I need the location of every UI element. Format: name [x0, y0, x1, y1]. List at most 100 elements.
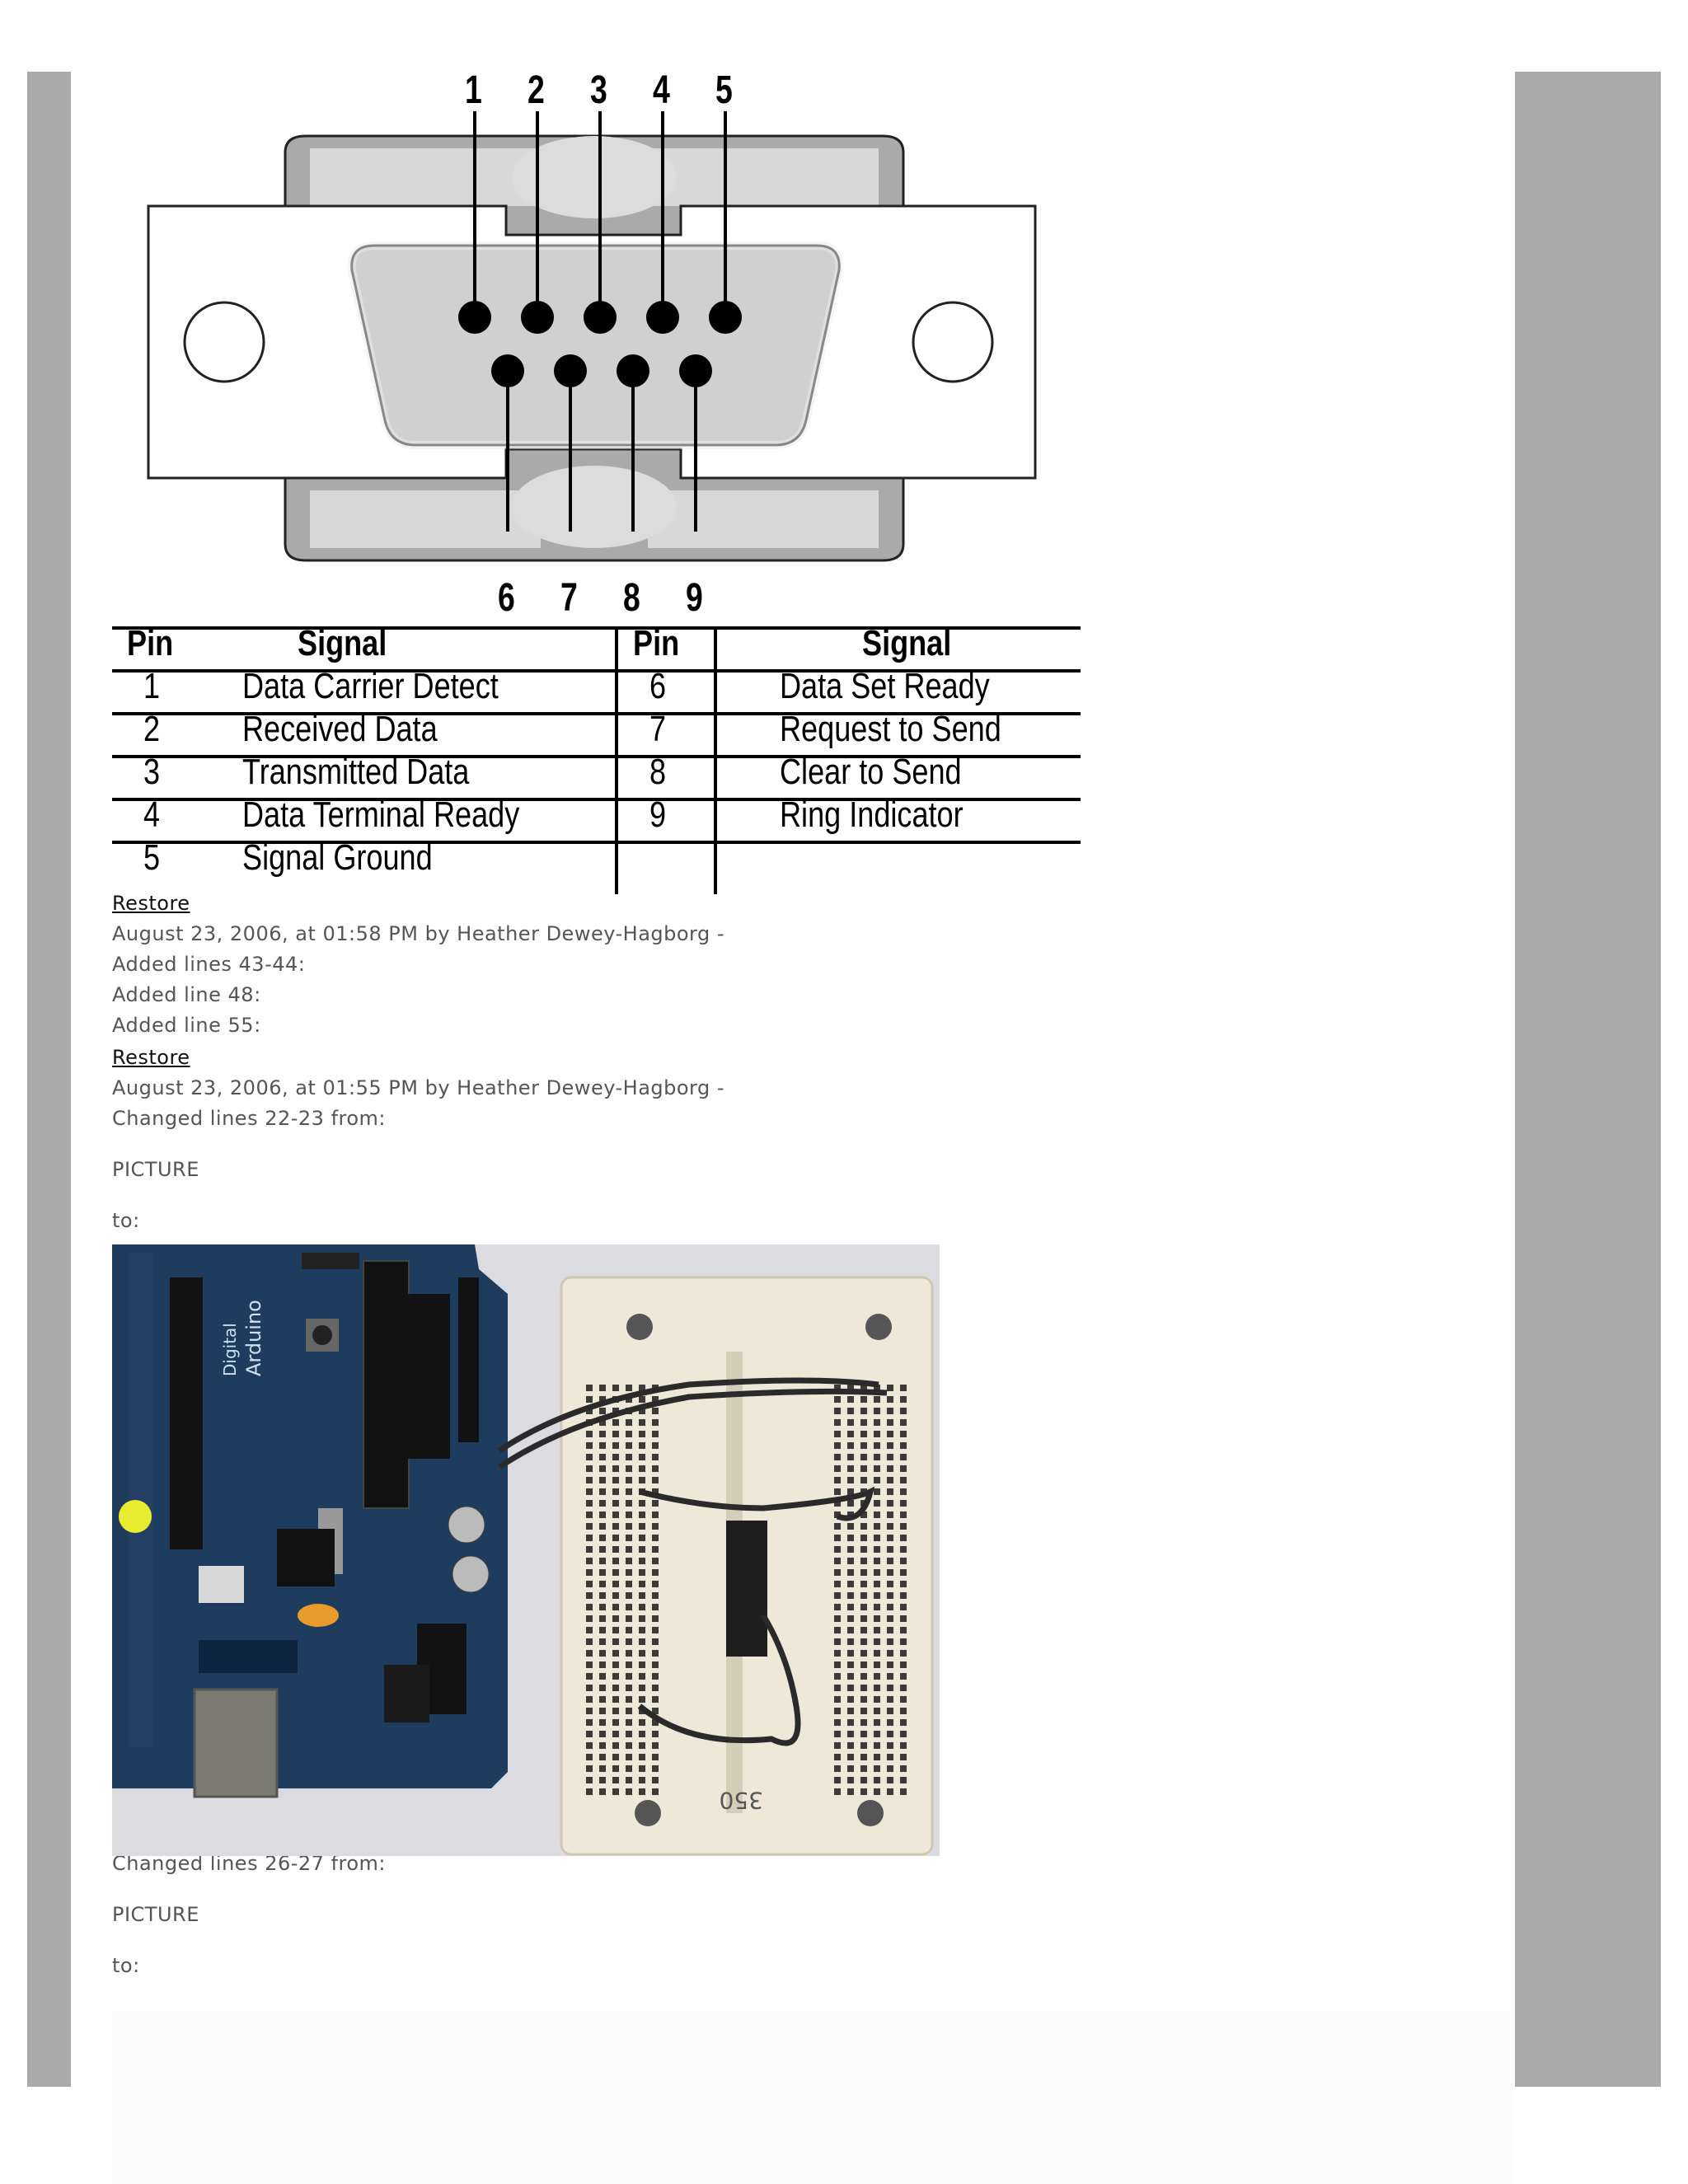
breadboard-hole — [860, 1535, 867, 1541]
breadboard-hole — [860, 1546, 867, 1553]
breadboard-hole — [639, 1431, 645, 1437]
picture-placeholder: PICTURE — [112, 1903, 199, 1926]
breadboard-hole — [626, 1638, 632, 1645]
breadboard-hole — [626, 1627, 632, 1633]
breadboard-hole — [612, 1765, 619, 1772]
breadboard-hole — [900, 1408, 907, 1414]
breadboard-hole — [834, 1581, 841, 1587]
pin-number-label: 9 — [686, 576, 703, 620]
breadboard-hole — [834, 1535, 841, 1541]
breadboard-hole — [900, 1500, 907, 1507]
breadboard-hole — [626, 1569, 632, 1576]
breadboard-hole — [860, 1615, 867, 1622]
breadboard-hole — [652, 1650, 659, 1657]
breadboard-hole — [639, 1465, 645, 1472]
breadboard-hole — [887, 1696, 893, 1703]
table-signal-cell: Clear to Send — [780, 752, 962, 792]
to-label: to: — [112, 1954, 140, 1977]
breadboard-hole — [874, 1546, 880, 1553]
breadboard-hole — [626, 1685, 632, 1691]
breadboard-hole — [860, 1419, 867, 1426]
breadboard-hole — [847, 1454, 854, 1460]
breadboard-hole — [847, 1465, 854, 1472]
breadboard-hole — [652, 1696, 659, 1703]
header-signal-left: Signal — [298, 623, 387, 663]
breadboard-hole — [900, 1396, 907, 1403]
breadboard-hole — [860, 1569, 867, 1576]
breadboard-hole — [599, 1777, 606, 1783]
breadboard-hole — [874, 1719, 880, 1726]
breadboard-hole — [887, 1615, 893, 1622]
table-signal-cell: Signal Ground — [242, 837, 433, 878]
breadboard-hole — [874, 1696, 880, 1703]
breadboard-hole — [639, 1592, 645, 1599]
breadboard-hole — [847, 1742, 854, 1749]
breadboard-hole — [860, 1638, 867, 1645]
breadboard-hole — [639, 1396, 645, 1403]
breadboard-hole — [612, 1788, 619, 1795]
breadboard-hole — [874, 1765, 880, 1772]
breadboard-hole — [834, 1731, 841, 1737]
table-signal-cell: Data Set Ready — [780, 666, 990, 706]
breadboard-hole — [874, 1673, 880, 1680]
breadboard-hole — [612, 1742, 619, 1749]
breadboard-hole — [887, 1477, 893, 1483]
breadboard-hole — [586, 1581, 593, 1587]
breadboard-hole — [599, 1385, 606, 1391]
breadboard-hole — [652, 1546, 659, 1553]
breadboard-hole — [612, 1419, 619, 1426]
breadboard-hole — [599, 1685, 606, 1691]
breadboard-hole — [586, 1569, 593, 1576]
breadboard-hole — [874, 1581, 880, 1587]
breadboard-hole — [834, 1788, 841, 1795]
breadboard-hole — [626, 1385, 632, 1391]
breadboard-hole — [652, 1500, 659, 1507]
breadboard-hole — [612, 1465, 619, 1472]
breadboard-hole — [887, 1558, 893, 1564]
breadboard-hole — [900, 1742, 907, 1749]
breadboard-hole — [874, 1638, 880, 1645]
table-pin-cell: 6 — [649, 666, 667, 706]
breadboard-hole — [834, 1396, 841, 1403]
breadboard-hole — [626, 1500, 632, 1507]
breadboard-hole — [847, 1615, 854, 1622]
breadboard-hole — [612, 1558, 619, 1564]
breadboard-hole — [626, 1604, 632, 1610]
breadboard-hole — [860, 1465, 867, 1472]
header-pin-left: Pin — [127, 623, 174, 663]
breadboard-hole — [586, 1408, 593, 1414]
restore-link-1[interactable]: Restore — [112, 892, 190, 915]
breadboard-hole — [860, 1765, 867, 1772]
breadboard-hole — [612, 1408, 619, 1414]
breadboard-hole — [652, 1765, 659, 1772]
breadboard-hole — [652, 1581, 659, 1587]
breadboard-hole — [652, 1535, 659, 1541]
breadboard-hole — [599, 1408, 606, 1414]
breadboard-hole — [586, 1685, 593, 1691]
restore-link-2[interactable]: Restore — [112, 1046, 190, 1069]
breadboard-hole — [612, 1604, 619, 1610]
breadboard-hole — [626, 1615, 632, 1622]
breadboard-hole — [612, 1488, 619, 1495]
breadboard-hole — [652, 1558, 659, 1564]
change-line: Changed lines 22-23 from: — [112, 1107, 386, 1130]
breadboard-hole — [612, 1454, 619, 1460]
breadboard-hole — [586, 1523, 593, 1530]
breadboard-hole — [599, 1788, 606, 1795]
revision-meta-2: August 23, 2006, at 01:55 PM by Heather … — [112, 1076, 725, 1099]
breadboard-hole — [900, 1788, 907, 1795]
breadboard-hole — [586, 1604, 593, 1610]
breadboard-hole — [586, 1742, 593, 1749]
breadboard-hole — [652, 1488, 659, 1495]
arduino-breadboard-photo: Digital Arduino 350 — [112, 1244, 940, 1856]
breadboard-hole — [639, 1546, 645, 1553]
breadboard-hole — [847, 1661, 854, 1668]
breadboard-hole — [847, 1535, 854, 1541]
breadboard-hole — [599, 1650, 606, 1657]
breadboard-hole — [887, 1454, 893, 1460]
breadboard-hole — [652, 1719, 659, 1726]
breadboard-hole — [900, 1535, 907, 1541]
breadboard-hole — [860, 1604, 867, 1610]
breadboard-hole — [639, 1788, 645, 1795]
